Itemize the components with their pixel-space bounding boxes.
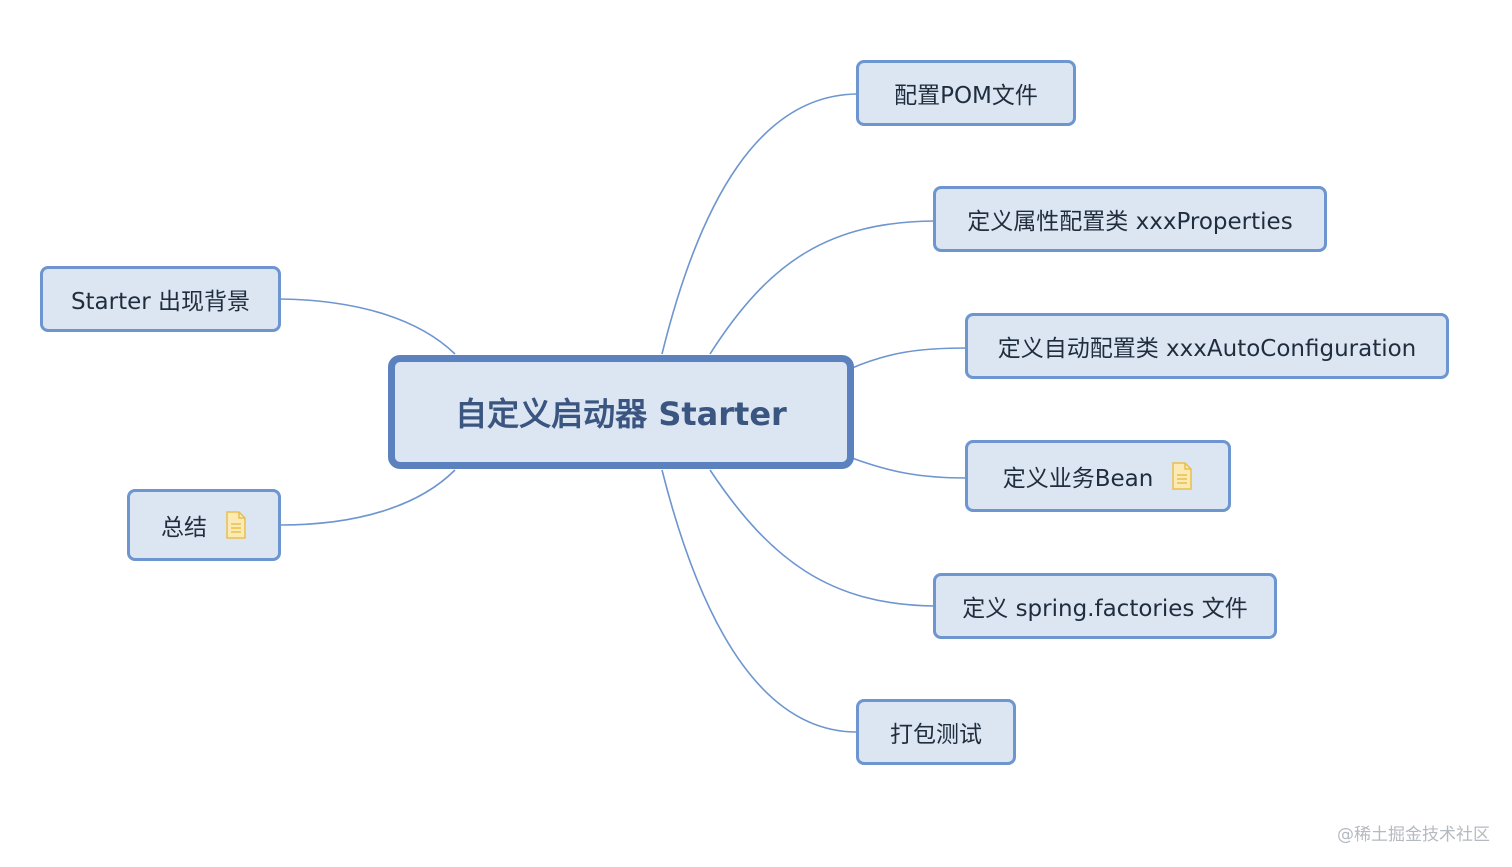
branch-node-autoconfig-label: 定义自动配置类 xxxAutoConfiguration [997,336,1417,362]
link-bean [851,457,968,479]
link-properties [709,220,936,355]
branch-node-pom[interactable]: 配置POM文件 [856,60,1076,126]
link-test [661,469,858,733]
note-icon[interactable] [1171,462,1193,490]
branch-node-properties[interactable]: 定义属性配置类 xxxProperties [933,186,1327,252]
branch-node-autoconfig[interactable]: 定义自动配置类 xxxAutoConfiguration [965,313,1449,379]
link-autoconfig [851,347,968,369]
branch-node-properties-label: 定义属性配置类 xxxProperties [967,209,1293,235]
branch-node-test-label: 打包测试 [890,722,982,748]
branch-node-bean[interactable]: 定义业务Bean [965,440,1231,512]
link-summary [279,469,456,526]
branch-node-pom-label: 配置POM文件 [894,83,1038,109]
link-background [279,298,456,355]
branch-node-bean-label: 定义业务Bean [1002,466,1154,492]
branch-node-factories-label: 定义 spring.factories 文件 [962,596,1248,622]
watermark: @稀土掘金技术社区 [1337,825,1490,845]
root-node-label: 自定义启动器 Starter [455,395,787,433]
branch-node-summary[interactable]: 总结 [127,489,281,561]
branch-node-factories[interactable]: 定义 spring.factories 文件 [933,573,1277,639]
link-factories [709,469,936,607]
branch-node-background-label: Starter 出现背景 [70,289,251,315]
branch-node-background[interactable]: Starter 出现背景 [40,266,281,332]
branch-node-test[interactable]: 打包测试 [856,699,1016,765]
branch-node-summary-label: 总结 [161,515,207,541]
link-pom [661,93,858,355]
root-node[interactable]: 自定义启动器 Starter [388,355,854,469]
note-icon[interactable] [225,511,247,539]
